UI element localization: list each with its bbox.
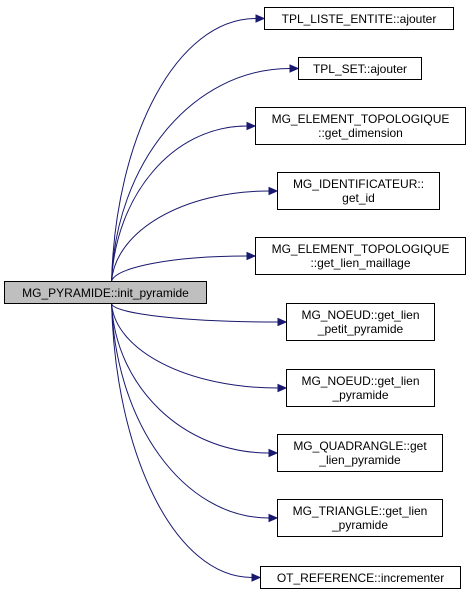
node-mg-noeud-get-lien-pyramide[interactable]: MG_NOEUD::get_lien _pyramide	[286, 369, 435, 407]
node-label: TPL_LISTE_ENTITE::ajouter	[281, 11, 437, 26]
node-label-line-1: MG_NOEUD::get_lien	[301, 374, 420, 388]
node-label-line-1: MG_NOEUD::get_lien	[301, 308, 420, 322]
node-mg-triangle-get-lien-pyramide[interactable]: MG_TRIANGLE::get_lien _pyramide	[277, 499, 443, 537]
arrowhead-n1	[289, 64, 300, 73]
arrowhead-n9	[251, 573, 262, 582]
node-label-line-2: _pyramide	[332, 388, 389, 402]
arrowhead-n3	[268, 186, 279, 196]
node-label-line-2: ::get_dimension	[318, 126, 403, 140]
node-tpl-liste-entite-ajouter[interactable]: TPL_LISTE_ENTITE::ajouter	[264, 7, 454, 30]
edge-to-n4	[111, 255, 248, 282]
node-mg-element-topologique-get-dimension[interactable]: MG_ELEMENT_TOPOLOGIQUE ::get_dimension	[255, 107, 466, 145]
arrowhead-n8	[268, 513, 279, 523]
edge-to-n3	[111, 190, 270, 282]
node-label-line-1: MG_ELEMENT_TOPOLOGIQUE	[271, 112, 450, 126]
node-ot-reference-incrementer[interactable]: OT_REFERENCE::incrementer	[260, 566, 461, 589]
node-label-line-1: MG_ELEMENT_TOPOLOGIQUE	[271, 242, 450, 256]
arrowhead-n7	[268, 448, 279, 458]
arrowhead-n4	[246, 251, 257, 261]
edge-to-n6	[111, 303, 279, 389]
edge-to-n1	[111, 68, 291, 282]
node-tpl-set-ajouter[interactable]: TPL_SET::ajouter	[298, 57, 422, 80]
node-mg-element-topologique-get-lien-maillage[interactable]: MG_ELEMENT_TOPOLOGIQUE ::get_lien_mailla…	[255, 237, 466, 275]
arrowhead-n5	[277, 317, 288, 327]
node-label-line-1: MG_TRIANGLE::get_lien	[292, 504, 428, 518]
node-label-line-2: _pyramide	[331, 518, 389, 532]
node-label-line-1: MG_QUADRANGLE::get	[293, 439, 427, 453]
node-label-line-2: _lien_pyramide	[319, 453, 401, 467]
edge-to-n5	[111, 303, 279, 323]
node-label-line-1: MG_IDENTIFICATEUR::	[292, 177, 425, 191]
node-label-line-2: get_id	[342, 191, 375, 205]
node-mg-noeud-get-lien-petit-pyramide[interactable]: MG_NOEUD::get_lien _petit_pyramide	[286, 303, 435, 341]
arrowhead-n2	[246, 121, 257, 131]
node-label-line-2: ::get_lien_maillage	[310, 256, 411, 270]
edge-to-n2	[111, 125, 248, 282]
edge-to-n8	[111, 303, 270, 519]
node-label-line-2: _petit_pyramide	[317, 322, 404, 336]
node-label: TPL_SET::ajouter	[312, 61, 408, 76]
arrowhead-n0	[255, 14, 266, 23]
node-mg-quadrangle-get-lien-pyramide[interactable]: MG_QUADRANGLE::get _lien_pyramide	[277, 434, 443, 472]
edge-to-n0	[111, 18, 257, 282]
edge-to-n9	[111, 303, 253, 578]
edge-to-n7	[111, 303, 270, 454]
node-mg-pyramide-init-pyramide[interactable]: MG_PYRAMIDE::init_pyramide	[4, 281, 207, 304]
arrowhead-n6	[277, 383, 288, 393]
node-label: OT_REFERENCE::incrementer	[276, 570, 445, 585]
node-label: MG_PYRAMIDE::init_pyramide	[22, 285, 189, 300]
node-mg-identificateur-get-id[interactable]: MG_IDENTIFICATEUR:: get_id	[277, 172, 440, 210]
